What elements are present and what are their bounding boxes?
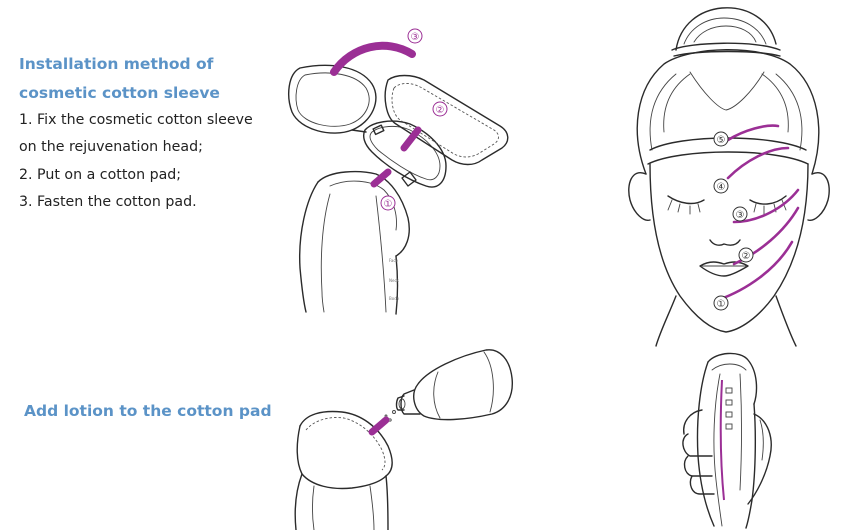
face-marker-1: ①: [714, 296, 728, 310]
marker-2: ②: [433, 102, 447, 116]
marker-2-label: ②: [436, 105, 445, 116]
arrow-2-down: [404, 130, 418, 148]
face-marker-5-label: ⑤: [717, 135, 726, 146]
marker-3: ③: [408, 29, 422, 43]
device-illustration: Face Neck Body: [300, 172, 410, 314]
face-marker-5: ⑤: [714, 132, 728, 146]
device-label-face: Face: [389, 258, 399, 263]
marker-1: ①: [381, 196, 395, 210]
face-marker-3: ③: [733, 207, 747, 221]
marker-1-label: ①: [384, 199, 393, 210]
hand-with-device-illustration: [683, 353, 771, 528]
face-marker-2: ②: [739, 248, 753, 262]
marker-3-label: ③: [411, 32, 420, 43]
face-marker-3-label: ③: [736, 210, 745, 221]
face-marker-1-label: ①: [717, 299, 726, 310]
device-label-neck: Neck: [389, 278, 400, 283]
lotion-bottle-illustration: [385, 350, 512, 421]
face-marker-2-label: ②: [742, 251, 751, 262]
device-label-body: Body: [389, 296, 400, 301]
face-marker-4: ④: [714, 179, 728, 193]
face-marker-4-label: ④: [717, 182, 726, 193]
cotton-pad-frame-illustration: [289, 65, 446, 187]
arrow-lotion: [372, 420, 386, 432]
